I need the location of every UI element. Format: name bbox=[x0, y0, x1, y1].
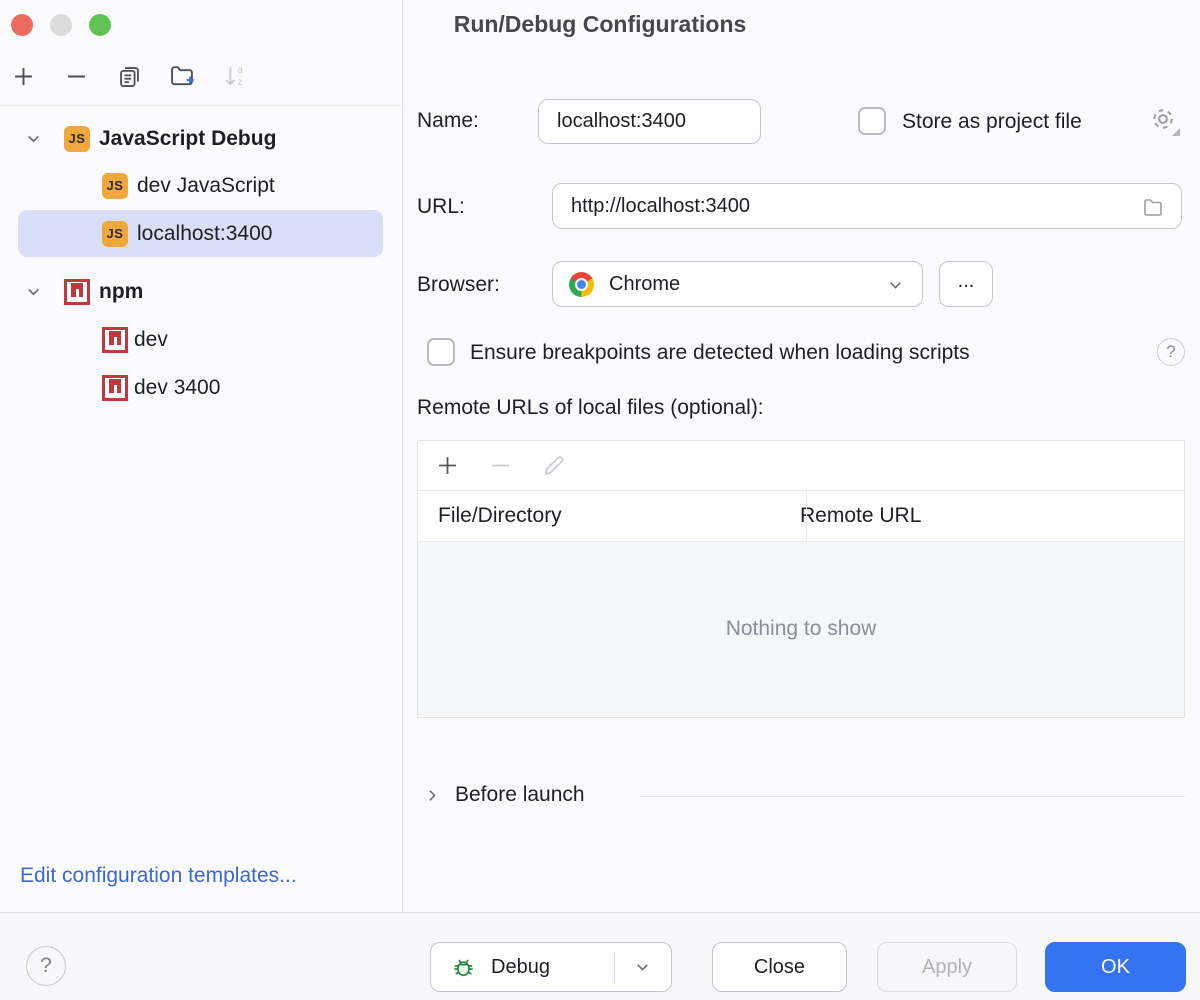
dialog-footer: ? Debug Close Apply OK bbox=[0, 912, 1200, 1000]
help-button[interactable]: ? bbox=[26, 946, 66, 986]
browser-value: Chrome bbox=[609, 272, 681, 295]
zoom-window-button[interactable] bbox=[89, 14, 111, 36]
javascript-icon: JS bbox=[102, 220, 128, 247]
tree-item-label: dev JavaScript bbox=[137, 173, 275, 197]
configurations-sidebar: a z JS JavaScript Debug JS dev JavaScrip… bbox=[0, 0, 403, 912]
sidebar-toolbar-divider bbox=[0, 105, 403, 106]
column-remote-url[interactable]: Remote URL bbox=[800, 504, 922, 527]
sort-az-icon[interactable]: a z bbox=[221, 62, 249, 90]
traffic-lights bbox=[11, 14, 111, 36]
close-label: Close bbox=[753, 955, 806, 978]
url-input[interactable]: http://localhost:3400 bbox=[552, 183, 1182, 229]
apply-label: Apply bbox=[921, 955, 973, 978]
debug-dropdown-chevron-icon[interactable] bbox=[634, 959, 651, 976]
name-input[interactable]: localhost:3400 bbox=[538, 99, 761, 144]
tree-item-label: localhost:3400 bbox=[137, 221, 273, 245]
browse-folder-icon[interactable] bbox=[1141, 195, 1165, 219]
before-launch-chevron-right-icon[interactable] bbox=[424, 787, 441, 804]
minimize-window-button[interactable] bbox=[50, 14, 72, 36]
svg-text:z: z bbox=[237, 77, 242, 88]
name-value: localhost:3400 bbox=[557, 110, 686, 132]
copy-configuration-icon[interactable] bbox=[115, 62, 143, 90]
url-label: URL: bbox=[417, 195, 465, 218]
before-launch-divider bbox=[640, 796, 1185, 797]
gear-dropdown-arrow bbox=[1172, 128, 1180, 136]
window-title: Run/Debug Configurations bbox=[453, 11, 747, 37]
tree-item-label: npm bbox=[99, 279, 144, 303]
tree-item-label: dev 3400 bbox=[134, 375, 221, 399]
new-folder-icon[interactable] bbox=[168, 62, 196, 90]
close-window-button[interactable] bbox=[11, 14, 33, 36]
browser-label: Browser: bbox=[417, 273, 500, 296]
table-empty-state: Nothing to show bbox=[418, 542, 1184, 716]
store-settings-gear-icon[interactable] bbox=[1148, 104, 1180, 138]
ok-label: OK bbox=[1101, 955, 1130, 978]
browser-select[interactable]: Chrome bbox=[552, 261, 923, 307]
tree-item-label: JavaScript Debug bbox=[99, 126, 277, 150]
column-file-directory[interactable]: File/Directory bbox=[438, 504, 562, 527]
svg-text:a: a bbox=[237, 65, 243, 76]
table-add-icon[interactable] bbox=[434, 452, 461, 479]
debug-bug-icon bbox=[454, 959, 473, 976]
table-toolbar bbox=[418, 441, 1184, 491]
store-as-project-file-checkbox[interactable] bbox=[858, 107, 886, 135]
javascript-icon: JS bbox=[102, 172, 128, 199]
chevron-down-icon[interactable] bbox=[25, 283, 42, 300]
tree-item-localhost-3400[interactable]: JS localhost:3400 bbox=[18, 210, 383, 257]
npm-icon bbox=[102, 374, 128, 401]
column-divider[interactable] bbox=[806, 491, 807, 541]
before-launch-label[interactable]: Before launch bbox=[455, 783, 585, 806]
table-edit-icon[interactable] bbox=[540, 452, 567, 479]
chevron-down-icon bbox=[890, 282, 901, 289]
javascript-icon: JS bbox=[64, 125, 90, 152]
ensure-breakpoints-label: Ensure breakpoints are detected when loa… bbox=[470, 341, 970, 364]
add-configuration-icon[interactable] bbox=[9, 62, 37, 90]
apply-button[interactable]: Apply bbox=[877, 942, 1017, 992]
tree-item-dev-javascript[interactable]: JS dev JavaScript bbox=[0, 162, 403, 209]
chevron-down-icon[interactable] bbox=[25, 130, 42, 147]
remote-urls-label: Remote URLs of local files (optional): bbox=[417, 396, 764, 419]
ensure-breakpoints-checkbox[interactable] bbox=[427, 338, 455, 366]
tree-group-javascript-debug[interactable]: JS JavaScript Debug bbox=[0, 115, 403, 162]
store-as-project-file-label: Store as project file bbox=[902, 110, 1082, 133]
close-button[interactable]: Close bbox=[712, 942, 847, 992]
breakpoints-help-icon[interactable]: ? bbox=[1157, 338, 1185, 366]
empty-text: Nothing to show bbox=[725, 617, 877, 640]
edit-configuration-templates-link[interactable]: Edit configuration templates... bbox=[20, 864, 297, 887]
tree-item-label: dev bbox=[134, 327, 168, 351]
tree-item-dev[interactable]: dev bbox=[0, 316, 403, 363]
name-label: Name: bbox=[417, 109, 479, 132]
npm-icon bbox=[102, 326, 128, 353]
debug-button[interactable]: Debug bbox=[430, 942, 672, 992]
tree-item-dev-3400[interactable]: dev 3400 bbox=[0, 364, 403, 411]
remove-configuration-icon[interactable] bbox=[62, 62, 90, 90]
more-button-label: ... bbox=[957, 269, 975, 292]
table-header: File/Directory Remote URL bbox=[418, 491, 1184, 542]
debug-split-divider bbox=[614, 952, 615, 982]
debug-label: Debug bbox=[491, 955, 550, 978]
browser-more-button[interactable]: ... bbox=[939, 261, 993, 307]
chrome-icon bbox=[569, 271, 594, 297]
tree-group-npm[interactable]: npm bbox=[0, 268, 403, 315]
sidebar-toolbar: a z bbox=[9, 62, 249, 90]
remote-urls-table: File/Directory Remote URL Nothing to sho… bbox=[417, 440, 1185, 718]
ok-button[interactable]: OK bbox=[1045, 942, 1186, 992]
table-remove-icon[interactable] bbox=[487, 452, 514, 479]
url-value: http://localhost:3400 bbox=[571, 194, 751, 217]
help-label: ? bbox=[40, 954, 52, 977]
npm-icon bbox=[64, 278, 90, 305]
